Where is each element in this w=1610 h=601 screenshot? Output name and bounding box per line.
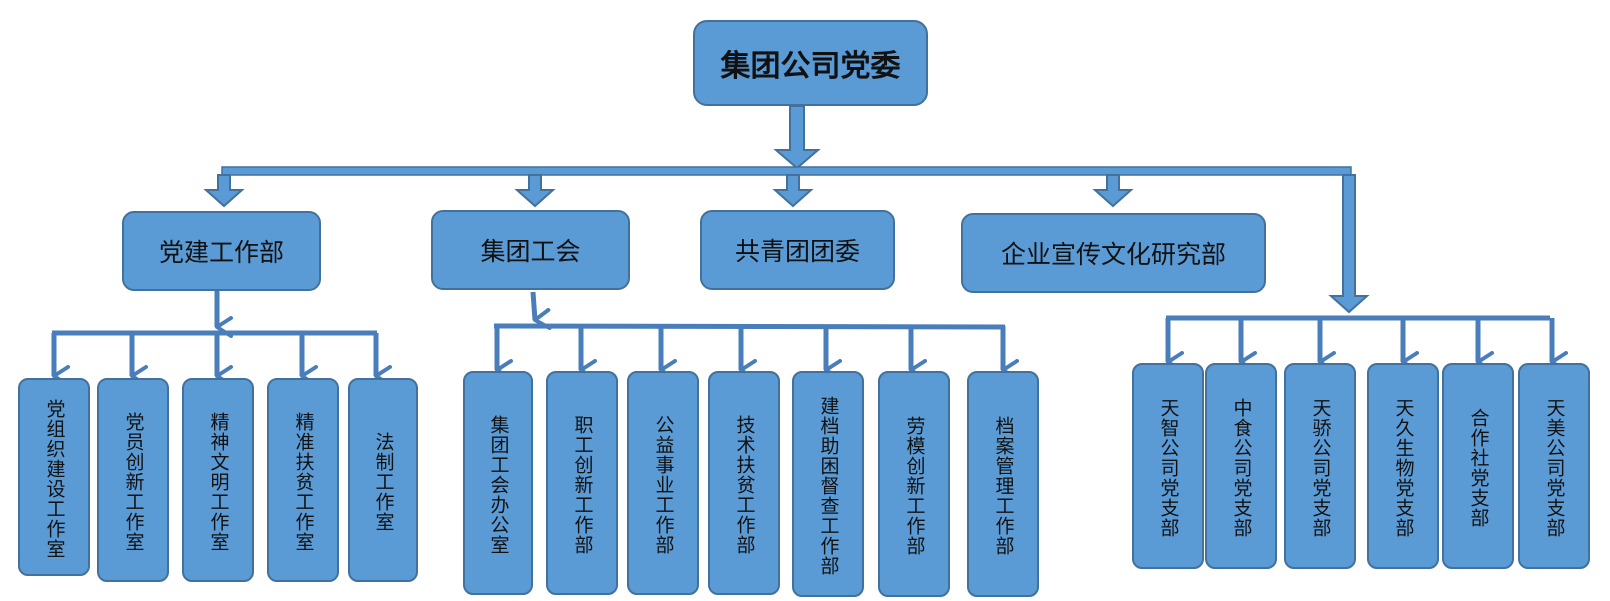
branch-trunk-arrow: [1328, 174, 1370, 314]
leaf-label: 公益事业工作部: [652, 415, 675, 555]
branch-label: 天久生物党支部: [1392, 398, 1415, 538]
dept-node-party-building: 党建工作部: [122, 211, 321, 291]
root-label: 集团公司党委: [720, 49, 901, 84]
leaf-node: 法制工作室: [348, 378, 418, 582]
leaf-node: 技术扶贫工作部: [708, 371, 780, 595]
dept-label: 党建工作部: [158, 238, 284, 267]
branch-node: 天久生物党支部: [1367, 363, 1439, 569]
main-bus: [221, 166, 1352, 176]
leaf-node: 精神文明工作室: [182, 378, 254, 582]
leaf-label: 精神文明工作室: [207, 412, 230, 552]
leaf-node: 公益事业工作部: [627, 371, 699, 595]
branch-label: 天智公司党支部: [1157, 398, 1180, 538]
branch-node: 天美公司党支部: [1518, 363, 1590, 569]
leaf-node: 党员创新工作室: [97, 378, 169, 582]
branch-label: 中食公司党支部: [1230, 398, 1253, 538]
branch-node: 合作社党支部: [1442, 363, 1514, 569]
leaf-label: 法制工作室: [372, 432, 395, 532]
branch-label: 天骄公司党支部: [1309, 398, 1332, 538]
root-down-arrow: [773, 105, 821, 170]
branch-label: 天美公司党支部: [1543, 398, 1566, 538]
group-1-connectors: [51, 290, 392, 387]
leaf-label: 建档助困督查工作部: [817, 396, 840, 576]
branch-node: 天智公司党支部: [1132, 363, 1204, 569]
leaf-label: 集团工会办公室: [487, 415, 510, 555]
leaf-node: 建档助困督查工作部: [792, 371, 864, 597]
leaf-label: 档案管理工作部: [992, 416, 1015, 556]
dept-arrow-1: [203, 174, 245, 208]
group-3-connectors: [1165, 315, 1568, 373]
dept-node-union: 集团工会: [431, 210, 630, 290]
branch-label: 合作社党支部: [1467, 408, 1490, 528]
leaf-label: 劳模创新工作部: [903, 416, 926, 556]
leaf-label: 精准扶贫工作室: [292, 412, 315, 552]
leaf-label: 党组织建设工作室: [43, 399, 66, 559]
branch-node: 天骄公司党支部: [1284, 363, 1356, 569]
leaf-node: 精准扶贫工作室: [267, 378, 339, 582]
dept-arrow-4: [1092, 174, 1134, 208]
leaf-node: 党组织建设工作室: [18, 378, 90, 576]
dept-arrow-3: [772, 174, 814, 208]
leaf-node: 劳模创新工作部: [878, 371, 950, 597]
dept-node-culture-research: 企业宣传文化研究部: [961, 213, 1266, 293]
dept-label: 共青团团委: [734, 237, 860, 266]
leaf-label: 技术扶贫工作部: [733, 415, 756, 555]
dept-node-youth-league: 共青团团委: [700, 210, 895, 290]
dept-label: 企业宣传文化研究部: [1000, 240, 1226, 269]
group-2-connectors: [493, 291, 1019, 381]
leaf-node: 职工创新工作部: [546, 371, 618, 595]
dept-arrow-2: [514, 174, 556, 208]
leaf-label: 党员创新工作室: [122, 412, 145, 552]
leaf-label: 职工创新工作部: [571, 415, 594, 555]
leaf-node: 档案管理工作部: [967, 371, 1039, 597]
leaf-node: 集团工会办公室: [463, 371, 533, 595]
dept-label: 集团工会: [480, 237, 581, 266]
branch-node: 中食公司党支部: [1205, 363, 1277, 569]
root-node: 集团公司党委: [693, 20, 928, 106]
